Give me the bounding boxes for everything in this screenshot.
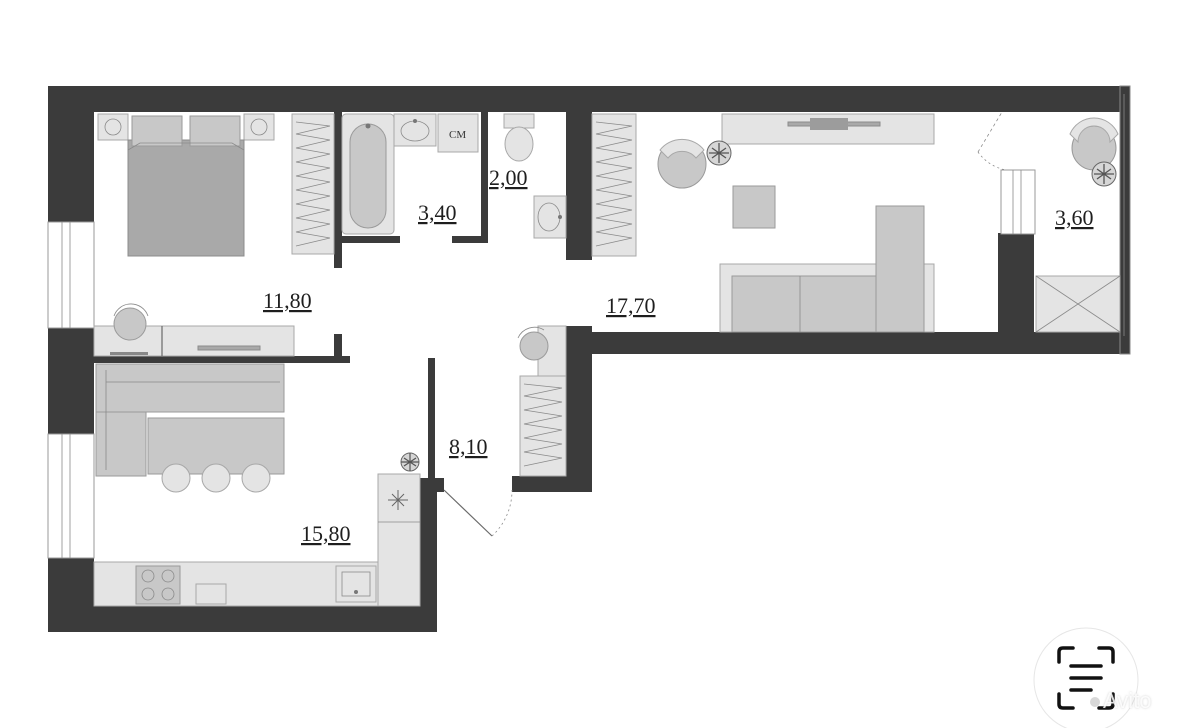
- window-balcony-door: [1000, 169, 1036, 235]
- coffee-table-icon: [732, 185, 776, 229]
- chair-2-icon: [201, 463, 231, 493]
- area-label-kitchen: 15,80: [301, 521, 351, 546]
- bedroom-furniture: [93, 113, 335, 357]
- scan-text-icon: [1057, 646, 1115, 710]
- fridge-icon: [377, 473, 421, 607]
- nightstand-right: [243, 113, 275, 141]
- pillow-right-icon: [189, 115, 241, 147]
- pillow-left-icon: [131, 115, 183, 147]
- wall-bath-bottom-right: [452, 236, 487, 243]
- hall-stool-icon: [519, 331, 549, 361]
- scan-text-button[interactable]: [1031, 618, 1171, 728]
- area-labels: 11,80 3,40 2,00 17,70 3,60 8,10 15,80: [263, 165, 1094, 546]
- nightstand-left: [97, 113, 129, 141]
- wall-bed-stub: [334, 334, 342, 363]
- area-label-living-room: 17,70: [606, 293, 656, 318]
- wall-bath-bottom: [342, 236, 400, 243]
- wall-left-middle: [48, 328, 94, 434]
- wall-kitchen-right: [420, 478, 437, 632]
- desk-chair-icon: [113, 307, 147, 341]
- tv-icon: [197, 345, 261, 351]
- wardrobe-bedroom: [291, 113, 335, 255]
- entrance-door-icon: [443, 489, 493, 537]
- wall-living-bottom: [566, 332, 998, 354]
- kitchen-appliance-icon: [195, 583, 227, 605]
- window-kitchen: [47, 433, 95, 559]
- wall-left-upper: [48, 86, 94, 222]
- bed-icon: [127, 139, 245, 257]
- avito-watermark-text: Avito: [1103, 688, 1152, 713]
- wall-bath-toilet: [481, 112, 488, 243]
- avito-logo-icon: [1090, 697, 1100, 708]
- wall-toilet-right: [566, 112, 592, 260]
- area-label-bathroom: 3,40: [418, 200, 457, 225]
- wall-hall-left: [428, 358, 435, 482]
- toilet-furniture: [503, 113, 567, 239]
- walls: [48, 85, 1131, 632]
- kitchen-furniture: [93, 363, 421, 607]
- hallway-furniture: [443, 325, 567, 537]
- wall-balcony-bottom: [998, 332, 1130, 354]
- toilet-tank: [503, 113, 535, 129]
- washing-machine-label: СМ: [449, 129, 466, 141]
- wardrobe-hallway: [519, 375, 567, 477]
- area-label-balcony: 3,60: [1055, 205, 1094, 230]
- wall-bath-left: [334, 112, 342, 268]
- sofa-chaise-icon: [875, 205, 925, 333]
- washing-machine-icon: [437, 113, 479, 153]
- cooktop-icon: [135, 565, 181, 605]
- chair-3-icon: [241, 463, 271, 493]
- wall-bottom-kitchen: [48, 606, 437, 632]
- area-label-hallway: 8,10: [449, 434, 488, 459]
- window-bedroom: [47, 221, 95, 329]
- area-label-bedroom: 11,80: [263, 288, 312, 313]
- balcony-railing: [1119, 85, 1131, 355]
- balcony-furniture: [977, 111, 1121, 333]
- avito-watermark: Avito: [1090, 688, 1152, 714]
- wall-top: [48, 86, 1120, 112]
- chair-1-icon: [161, 463, 191, 493]
- area-label-toilet: 2,00: [489, 165, 528, 190]
- windows: [47, 94, 1125, 559]
- wall-bed-kitchen: [94, 356, 350, 363]
- toilet-icon: [504, 126, 534, 162]
- wall-door-jamb-left: [420, 478, 444, 492]
- bathroom-furniture: СМ: [341, 113, 479, 235]
- living-room-furniture: [591, 113, 935, 333]
